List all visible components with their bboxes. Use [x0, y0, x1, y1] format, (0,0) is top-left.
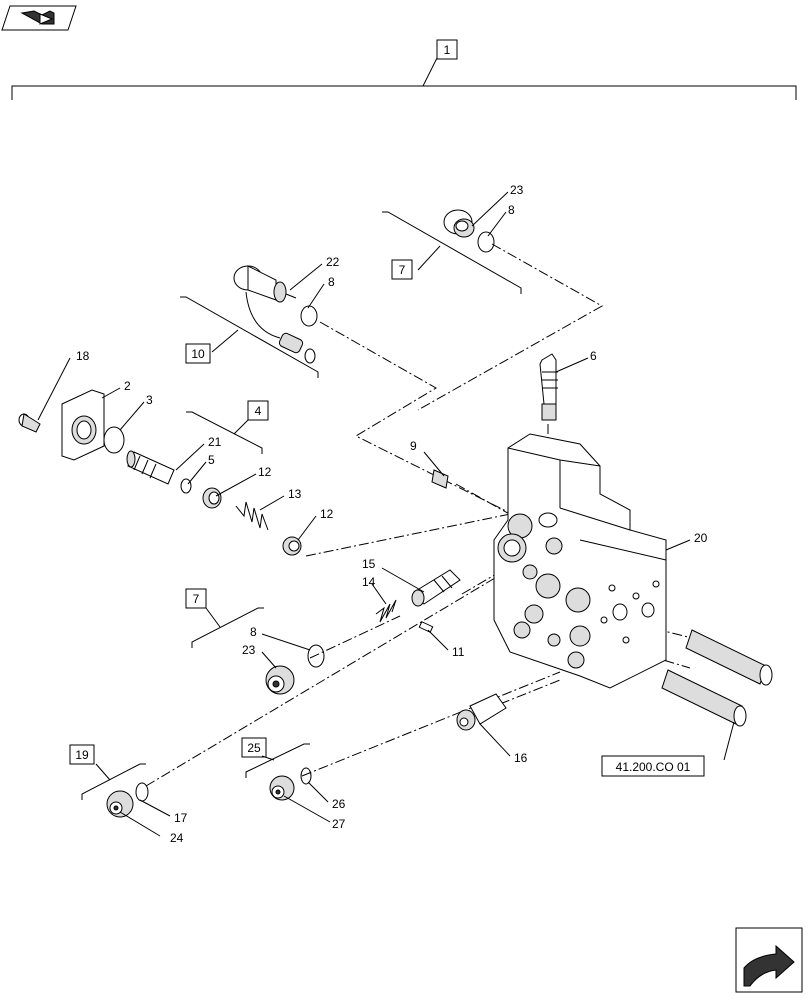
callout-18: 18	[76, 349, 90, 363]
o-ring-8-top	[477, 231, 495, 253]
group-bracket-7-low: 7	[185, 588, 264, 648]
o-ring-3	[103, 426, 125, 454]
leader-lines	[37, 191, 735, 837]
assembly-label-box	[436, 39, 458, 60]
plug-16	[456, 693, 507, 731]
plug-9	[431, 469, 449, 489]
callout-13: 13	[288, 487, 302, 501]
callout-15: 15	[362, 557, 376, 571]
callout-9: 9	[410, 439, 417, 453]
callout-17: 17	[174, 811, 188, 825]
sensor-22	[233, 265, 316, 364]
o-ring-17	[135, 782, 149, 802]
plug-23-top	[443, 209, 475, 238]
valve-body-20	[493, 433, 667, 689]
screw-18	[18, 413, 41, 433]
spool-set-reference	[661, 629, 773, 727]
pin-11	[418, 621, 434, 633]
cartridge-15	[411, 569, 461, 607]
callout-8-mid: 8	[328, 275, 335, 289]
spring-14	[375, 599, 397, 623]
group-bracket-4: 4	[186, 400, 269, 454]
callout-14: 14	[362, 575, 376, 589]
plug-27	[269, 775, 295, 801]
callout-6: 6	[590, 349, 597, 363]
flange-2	[61, 389, 105, 461]
group-bracket-7-top: 7	[382, 211, 522, 294]
reference-label[interactable]: 41.200.CO 01	[616, 760, 691, 774]
o-ring-8-low	[307, 644, 325, 668]
callout-8-low: 8	[250, 625, 257, 639]
group-label-25: 25	[247, 741, 261, 755]
callout-12-a: 12	[258, 465, 272, 479]
callout-23-top: 23	[510, 183, 524, 197]
spring-cup-12-a	[202, 487, 222, 509]
group-label-4: 4	[255, 404, 262, 418]
plug-23-low	[265, 665, 295, 695]
group-label-7-top: 7	[399, 263, 406, 277]
callout-21: 21	[208, 435, 222, 449]
callout-26: 26	[332, 797, 346, 811]
group-label-10: 10	[191, 347, 205, 361]
callout-12-b: 12	[320, 507, 334, 521]
group-bracket-10: 10	[180, 296, 319, 378]
callout-11: 11	[452, 645, 465, 659]
group-label-19: 19	[75, 748, 89, 762]
next-page-arrow-icon[interactable]	[735, 927, 803, 993]
callout-3: 3	[146, 393, 153, 407]
callout-16: 16	[514, 751, 528, 765]
group-bracket-25: 25	[241, 737, 310, 778]
o-ring-8-mid	[300, 305, 318, 327]
callout-8-top: 8	[508, 203, 515, 217]
assembly-bracket: 1	[11, 39, 797, 100]
callout-22: 22	[326, 255, 340, 269]
group-label-7-low: 7	[193, 592, 200, 606]
reference-link[interactable]: 41.200.CO 01	[601, 755, 705, 777]
spring-cup-12-b	[282, 536, 302, 556]
ring-5	[180, 478, 192, 494]
callout-2: 2	[124, 379, 131, 393]
spool-21	[126, 450, 175, 485]
spring-13	[235, 501, 269, 531]
plug-24	[106, 790, 134, 818]
fitting-6	[539, 353, 558, 421]
o-ring-26	[300, 767, 312, 785]
book-arrow-icon[interactable]	[1, 5, 77, 31]
assembly-label: 1	[444, 43, 451, 57]
callout-5: 5	[208, 453, 215, 467]
callout-24: 24	[170, 831, 184, 845]
callout-20: 20	[694, 531, 708, 545]
callout-27: 27	[332, 817, 346, 831]
group-bracket-19: 19	[69, 744, 146, 800]
callout-23-low: 23	[242, 643, 256, 657]
